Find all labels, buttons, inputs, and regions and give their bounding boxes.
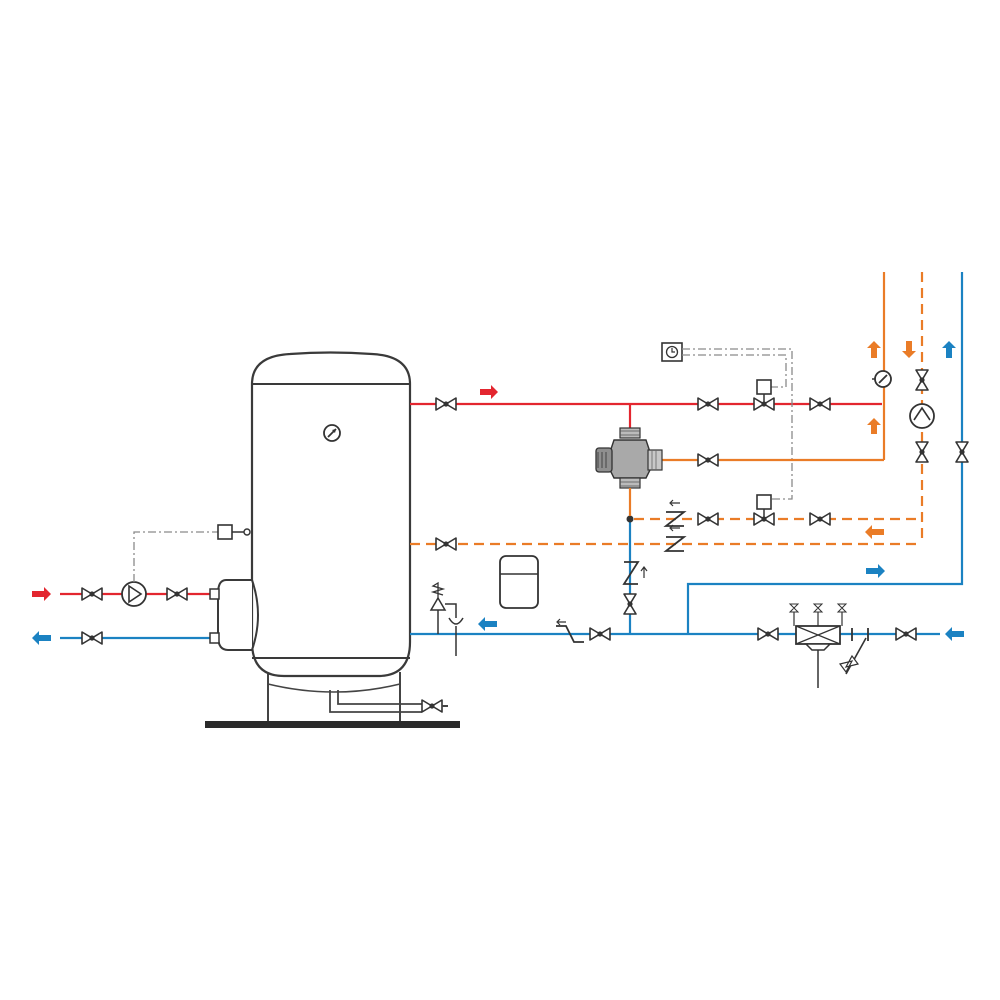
recirc-check-valve-1-icon <box>663 499 687 527</box>
cold-filter-valve-left-icon[interactable] <box>757 627 779 641</box>
hot-outlet-valve-icon[interactable] <box>435 397 457 411</box>
hot-valve-right-icon[interactable] <box>809 397 831 411</box>
recirc-valve-1-icon[interactable] <box>697 512 719 526</box>
cold-up-arrow-icon <box>942 341 956 358</box>
primary-flow-arrow-icon <box>32 587 51 601</box>
tank-thermostat-control <box>133 524 251 582</box>
tank-pressure-gauge-icon <box>323 424 341 442</box>
filter-drain-icon <box>838 628 869 675</box>
cold-riser-valve-icon[interactable] <box>955 441 969 463</box>
cold-left-arrow-icon <box>478 617 497 631</box>
hot-water-outlet-line <box>410 397 882 432</box>
recirc-down-arrow-icon <box>902 341 916 358</box>
primary-return-arrow-icon <box>32 631 51 645</box>
recirculation-return-line <box>410 272 929 551</box>
thermostat-box-icon[interactable] <box>217 524 233 540</box>
expansion-vessel-icon <box>499 555 539 609</box>
recirc-valve-2-icon[interactable] <box>809 512 831 526</box>
heat-exchanger-icon <box>217 579 252 651</box>
mixed-water-outlet-line <box>660 272 886 467</box>
mixer-check-valve-icon <box>622 561 648 585</box>
recirc-lower-valve-icon[interactable] <box>915 441 929 463</box>
recirculation-pump-icon[interactable] <box>909 403 935 429</box>
storage-tank-assembly <box>205 351 460 728</box>
thermostatic-mixing-valve-icon[interactable] <box>595 427 663 516</box>
mixer-cold-valve-icon[interactable] <box>623 593 637 615</box>
water-filter-icon <box>788 603 848 688</box>
safety-valve-icon <box>429 581 464 656</box>
tank-legs <box>267 672 401 721</box>
drain-pipe <box>329 690 422 713</box>
cold-inlet-arrow-icon <box>945 627 964 641</box>
cold-right-arrow-icon <box>866 564 885 578</box>
timer-controller-icon[interactable] <box>661 342 683 362</box>
recirc-tank-valve-icon[interactable] <box>435 537 457 551</box>
cold-inlet-valve-icon[interactable] <box>589 627 611 641</box>
mixed-up-arrow-1-icon <box>867 341 881 358</box>
mixed-up-arrow-2-icon <box>867 418 881 434</box>
ground-base <box>205 721 460 728</box>
hot-bypass-valve-icon[interactable] <box>697 397 719 411</box>
hot-flow-arrow-icon <box>480 385 498 399</box>
primary-valve-1-icon[interactable] <box>81 587 103 601</box>
primary-return-valve-icon[interactable] <box>81 631 103 645</box>
mixed-outlet-valve-icon[interactable] <box>697 453 719 467</box>
primary-return-line <box>60 631 220 645</box>
cold-check-valve-icon <box>556 618 584 643</box>
recirc-check-valve-2-icon <box>663 524 687 552</box>
hot-motorized-valve-icon[interactable] <box>753 379 775 411</box>
drain-valve-icon[interactable] <box>421 699 443 713</box>
cold-filter-valve-right-icon[interactable] <box>895 627 917 641</box>
primary-circulation-pump-icon[interactable] <box>121 581 147 607</box>
storage-tank-icon <box>250 351 412 678</box>
recirc-motorized-valve-icon[interactable] <box>753 494 775 526</box>
mixer-junction-dot <box>626 515 634 523</box>
mixed-gauge-icon <box>872 370 892 388</box>
recirc-left-arrow-icon <box>865 525 884 539</box>
primary-valve-2-icon[interactable] <box>166 587 188 601</box>
timer-control-wiring <box>661 342 793 500</box>
tank-leg-braces <box>267 683 401 693</box>
recirc-upper-valve-icon[interactable] <box>915 369 929 391</box>
primary-flow-line <box>60 581 220 607</box>
